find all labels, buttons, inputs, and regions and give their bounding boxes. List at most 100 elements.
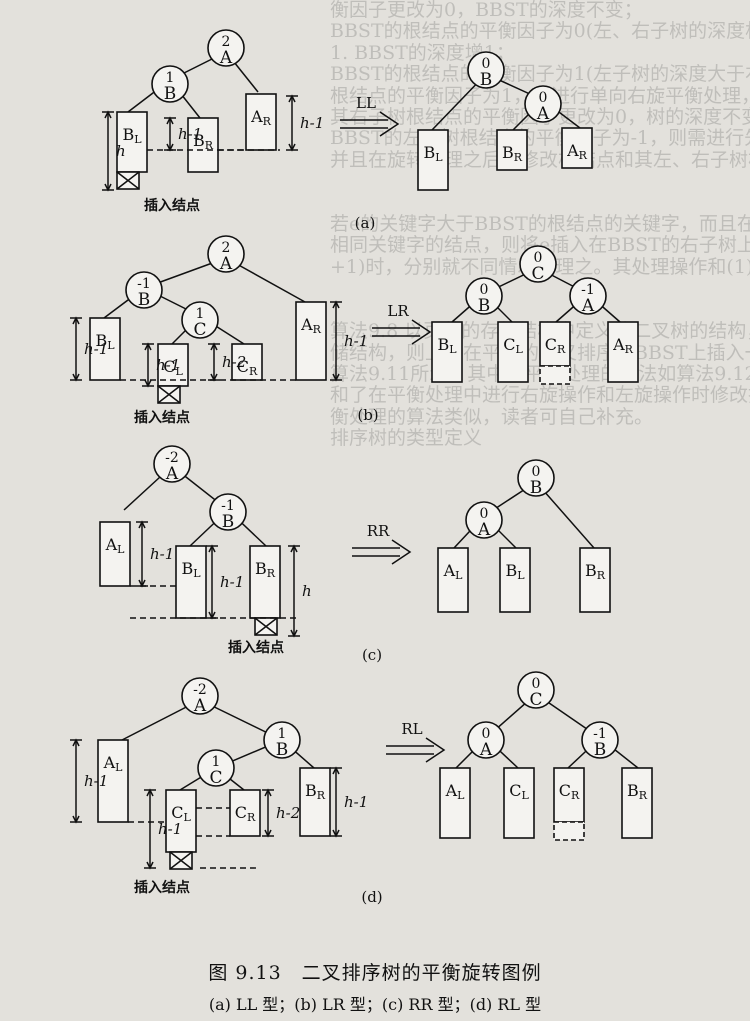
subtree-ar: AR — [607, 321, 639, 383]
subtree-box — [607, 321, 639, 383]
node-label: A — [477, 520, 491, 540]
balance-factor: 1 — [196, 306, 205, 322]
tree-node-B: 0B — [467, 51, 505, 90]
balance-factor: 1 — [278, 726, 287, 742]
tree-node-A: 0A — [465, 501, 503, 540]
subtree-br: BR — [299, 767, 331, 837]
node-label: B — [480, 70, 493, 90]
subtree-al: AL — [437, 547, 469, 613]
rotation-label: RR — [367, 522, 390, 540]
node-circle — [181, 677, 219, 715]
subtree-box — [231, 343, 263, 381]
balance-factor: -1 — [221, 498, 235, 514]
node-circle — [465, 277, 503, 315]
panel-label: (c) — [362, 646, 382, 664]
tree-node-B: -1B — [125, 271, 163, 310]
node-circle — [467, 51, 505, 89]
cross-line — [169, 851, 193, 870]
tree-node-B: 1B — [263, 721, 301, 760]
height-label: h-1 — [344, 793, 368, 811]
tree-node-C: 0C — [517, 671, 555, 710]
subtree-ar: AR — [295, 301, 327, 381]
subtree-label: AR — [612, 335, 634, 356]
subtree-label: BR — [627, 781, 648, 802]
subtree-box — [187, 117, 219, 173]
insert-caption: 插入结点 — [228, 639, 284, 656]
subtree-label: AL — [445, 781, 466, 802]
subtree-label: AL — [443, 561, 464, 582]
subtree-br: BR — [249, 545, 281, 619]
tree-node-B: 1B — [151, 65, 189, 104]
subtree-label: AR — [300, 315, 322, 336]
height-marker: h-1 — [144, 788, 182, 870]
height-marker: h-1 — [164, 116, 202, 152]
balance-factor: 1 — [212, 754, 221, 770]
subtree-box — [497, 321, 529, 383]
subtree-ar: AR — [245, 93, 277, 151]
subtree-extension — [553, 821, 585, 841]
tree-node-A: -1A — [569, 277, 607, 316]
insert-caption: 插入结点 — [134, 879, 190, 896]
subtree-br: BR — [621, 767, 653, 839]
tree-node-C: 1C — [181, 301, 219, 340]
subtree-label: AR — [250, 107, 272, 128]
height-label: h — [302, 582, 312, 600]
subtree-label: CL — [163, 357, 183, 378]
height-marker: h — [288, 544, 312, 638]
subtree-label: AR — [566, 141, 588, 162]
double-arrow — [372, 319, 432, 345]
bleed-through-line: 衡处理的算法类似，读者可自己补充。 — [330, 405, 654, 428]
tree-node-A: 0A — [467, 721, 505, 760]
node-label: B — [276, 740, 289, 760]
inserted-node — [157, 385, 181, 404]
rotation-label: RL — [401, 720, 422, 738]
balance-factor: -1 — [137, 276, 151, 292]
subtree-label: BR — [502, 143, 523, 164]
node-label: A — [193, 696, 207, 716]
rotation-arrow: RL — [386, 720, 446, 763]
node-circle — [517, 459, 555, 497]
subtree-label: AL — [105, 535, 126, 556]
subtree-br: BR — [579, 547, 611, 613]
height-label: h-1 — [344, 332, 368, 350]
cross-line — [254, 617, 278, 636]
node-circle — [517, 671, 555, 709]
node-label: B — [222, 512, 235, 532]
inserted-node — [254, 617, 278, 636]
panel-label: (b) — [357, 406, 378, 424]
subtree-cr: CR — [539, 321, 571, 385]
node-circle — [197, 749, 235, 787]
subtree-box — [431, 321, 463, 383]
subtree-box — [437, 547, 469, 613]
node-label: C — [209, 768, 222, 788]
subtree-label: BR — [193, 131, 214, 152]
node-label: B — [478, 296, 491, 316]
height-label: h-2 — [276, 804, 300, 822]
tree-node-A: 2A — [207, 235, 245, 274]
height-marker: h-1 — [330, 766, 368, 838]
bleed-through-line: 若e的关键字大于BBST的根结点的关键字，而且在BBST的右子 — [330, 213, 750, 236]
height-marker: h-2 — [262, 788, 300, 838]
balance-factor: 0 — [534, 250, 543, 266]
subtree-al: AL — [99, 521, 131, 587]
tree-node-B: 0B — [517, 459, 555, 498]
subtree-bl: BL — [431, 321, 463, 383]
subtree-box — [175, 545, 207, 619]
balance-factor: 0 — [480, 506, 489, 522]
height-label: h-1 — [220, 573, 244, 591]
subtree-box — [561, 127, 593, 169]
balance-factor: 2 — [222, 34, 231, 50]
node-circle — [153, 445, 191, 483]
subtree-box — [417, 129, 449, 191]
balance-factor: -2 — [193, 682, 207, 698]
balance-factor: 0 — [480, 282, 489, 298]
subtree-label: BL — [122, 125, 142, 146]
tree-node-A: 0A — [524, 85, 562, 124]
tree-node-C: 0C — [519, 245, 557, 284]
balance-factor: -1 — [593, 726, 607, 742]
subtree-box — [499, 547, 531, 613]
subtree-box — [439, 767, 471, 839]
subtree-br: BR — [187, 117, 219, 173]
